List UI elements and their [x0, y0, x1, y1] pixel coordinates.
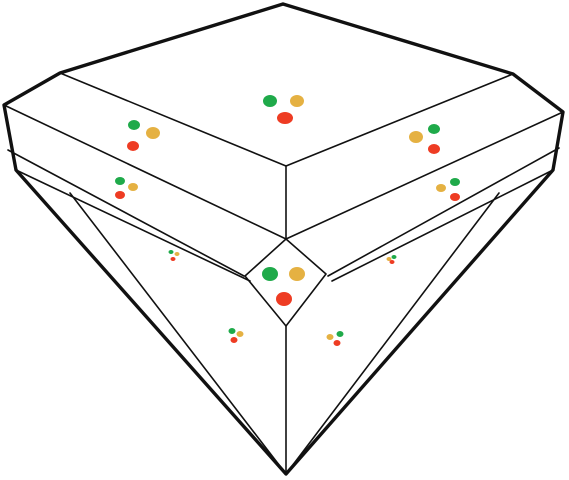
pavilion-edge-right [285, 192, 500, 475]
green-dot [128, 120, 140, 130]
crown-edge-right [285, 111, 564, 240]
red-dot [230, 337, 238, 343]
green-dot [168, 250, 174, 254]
yellow-dot [174, 252, 180, 256]
dot-group-right-small [386, 255, 397, 264]
dot-group-right-pavilion [326, 331, 344, 346]
yellow-dot [409, 131, 423, 143]
red-dot [115, 191, 125, 199]
green-dot [262, 267, 278, 281]
yellow-dot [326, 334, 334, 340]
red-dot [450, 193, 460, 201]
yellow-dot [289, 267, 305, 281]
yellow-dot [386, 257, 392, 261]
red-dot [277, 112, 293, 124]
top-face-edge-left [59, 72, 287, 167]
pavilion-edge-left [69, 192, 287, 475]
dot-groups [115, 95, 460, 346]
girdle-right-2 [331, 169, 554, 282]
dot-group-left-band-upper [127, 120, 160, 151]
dot-group-left-small [168, 250, 180, 261]
red-dot [333, 340, 341, 346]
green-dot [115, 177, 125, 185]
dot-group-center-facet [262, 267, 305, 306]
girdle-left-1 [7, 149, 245, 277]
gem-outline [2, 2, 565, 476]
red-dot [276, 292, 292, 306]
yellow-dot [436, 184, 446, 192]
girdle-right-1 [327, 147, 560, 277]
red-dot [389, 260, 395, 264]
center-facet [244, 238, 327, 327]
green-dot [391, 255, 397, 259]
girdle-left-2 [15, 169, 251, 282]
dot-group-right-band-upper [409, 124, 440, 154]
dot-group-right-band-lower [436, 178, 460, 201]
yellow-dot [290, 95, 304, 107]
red-dot [170, 257, 176, 261]
green-dot [263, 95, 277, 107]
yellow-dot [128, 183, 138, 191]
green-dot [428, 124, 440, 134]
top-face-edge-right [285, 73, 514, 167]
crown-edge-left [3, 104, 287, 240]
red-dot [127, 141, 139, 151]
yellow-dot [236, 331, 244, 337]
dot-group-left-pavilion [228, 328, 244, 343]
green-dot [450, 178, 460, 186]
yellow-dot [146, 127, 160, 139]
dot-group-left-band-lower [115, 177, 138, 199]
green-dot [228, 328, 236, 334]
dot-group-top-face [263, 95, 304, 124]
red-dot [428, 144, 440, 154]
green-dot [336, 331, 344, 337]
